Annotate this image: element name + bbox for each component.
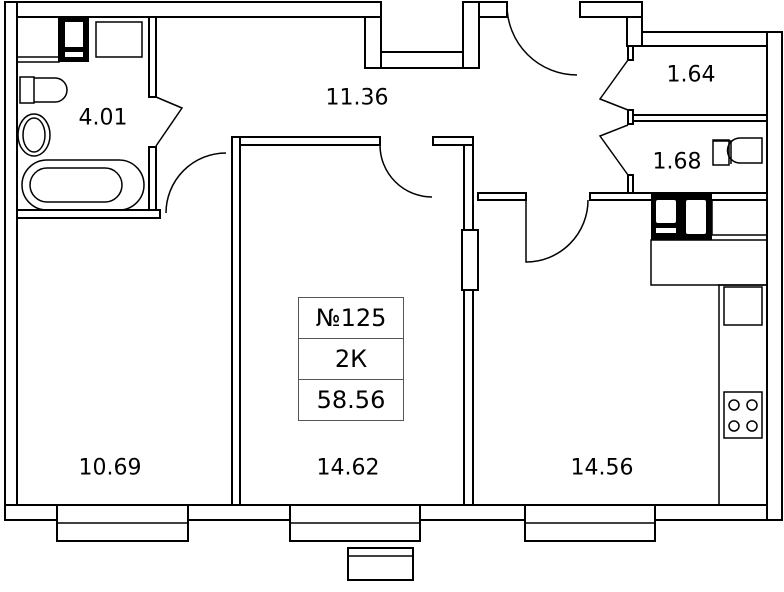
room-area-toilet: 1.68 — [652, 149, 702, 175]
exterior-walls — [4, 1, 783, 521]
bathtub-icon — [21, 159, 145, 211]
windows — [56, 504, 656, 581]
room-area-bedroom-left: 10.69 — [78, 455, 142, 481]
interior-walls — [16, 16, 768, 506]
apartment-number: №125 — [315, 304, 387, 332]
kitchen-fixtures — [650, 193, 768, 506]
room-area-kitchen: 14.56 — [570, 455, 634, 481]
apartment-total-area: 58.56 — [299, 379, 403, 420]
toilet-icon-2 — [726, 137, 763, 164]
apartment-type: 2К — [299, 338, 403, 379]
sink-icon — [17, 113, 51, 157]
stove-icon — [723, 391, 763, 439]
toilet-icon — [19, 76, 68, 104]
doors — [155, 4, 629, 263]
room-area-bathroom: 4.01 — [78, 105, 128, 131]
room-area-bedroom-middle: 14.62 — [316, 455, 380, 481]
room-area-hallway: 11.36 — [325, 85, 389, 111]
apartment-label: №125 2К 58.56 — [298, 297, 404, 421]
room-area-storage: 1.64 — [666, 62, 716, 88]
bathroom-fixtures — [16, 17, 763, 211]
